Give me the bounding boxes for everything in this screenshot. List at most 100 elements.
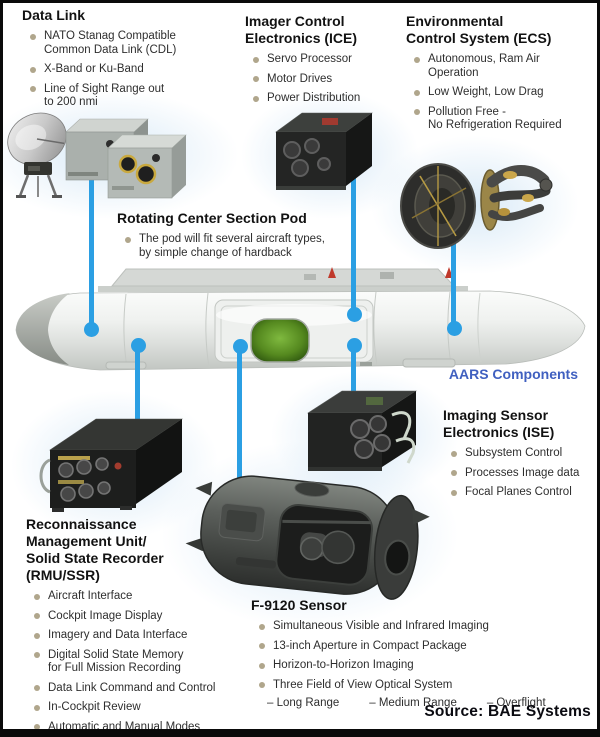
- f9120-title: F-9120 Sensor: [251, 597, 347, 613]
- connector-line-ise: [351, 346, 356, 396]
- bullet-item: Imagery and Data Interface: [26, 629, 251, 643]
- fov-long-range: – Long Range: [267, 697, 340, 709]
- ecs-bullet-list: Autonomous, Ram Air Operation Low Weight…: [406, 53, 596, 133]
- connector-dot-f9120: [233, 339, 248, 354]
- connector-line-datalink: [89, 163, 94, 330]
- bullet-item: Servo Processor: [245, 53, 410, 67]
- bullet-item: Line of Sight Range out to 200 nmi: [22, 83, 217, 110]
- bullet-icon: [34, 593, 40, 600]
- f9120-sensor-icon: [185, 475, 430, 600]
- bullet-icon: [125, 236, 131, 243]
- bullet-text: In-Cockpit Review: [48, 701, 141, 713]
- section-ise: Imaging Sensor Electronics (ISE) Subsyst…: [443, 407, 598, 500]
- bullet-item: Digital Solid State Memory for Full Miss…: [26, 649, 251, 676]
- bullet-text: Automatic and Manual Modes: [48, 720, 201, 733]
- bullet-item: X-Band or Ku-Band: [22, 63, 217, 77]
- ise-box-icon: [306, 390, 418, 471]
- bullet-text: Aircraft Interface: [48, 590, 133, 602]
- satellite-dish-icon: [7, 112, 67, 198]
- bullet-icon: [34, 704, 40, 711]
- aars-components-label: AARS Components: [448, 366, 578, 382]
- bullet-icon: [259, 682, 265, 688]
- bullet-item: Data Link Command and Control: [26, 682, 251, 696]
- connector-line-ice: [351, 172, 356, 315]
- rotating-pod-bullet-list: The pod will fit several aircraft types,…: [117, 233, 407, 260]
- fov-medium-range: – Medium Range: [369, 697, 457, 709]
- bullet-item: Simultaneous Visible and Infrared Imagin…: [251, 620, 596, 634]
- bullet-icon: [414, 109, 420, 115]
- bullet-text: Focal Planes Control: [465, 486, 572, 498]
- f9120-bullet-list: Simultaneous Visible and Infrared Imagin…: [251, 620, 596, 692]
- rmu-title: Reconnaissance Management Unit/ Solid St…: [26, 516, 164, 583]
- bullet-item: Three Field of View Optical System: [251, 679, 596, 693]
- bullet-text: Three Field of View Optical System: [273, 678, 453, 691]
- bullet-text: Servo Processor: [267, 53, 353, 65]
- bullet-item: 13-inch Aperture in Compact Package: [251, 640, 596, 654]
- rmu-ssr-box-icon: [39, 418, 183, 512]
- datalink-boxes-icon: [65, 118, 187, 199]
- bullet-icon: [34, 724, 40, 730]
- bullet-icon: [259, 623, 265, 630]
- section-ice: Imager Control Electronics (ICE) Servo P…: [245, 13, 410, 106]
- bullet-item: Motor Drives: [245, 73, 410, 87]
- bullet-text: Line of Sight Range out to 200 nmi: [44, 82, 165, 109]
- connector-line-f9120: [237, 347, 242, 484]
- f9120-fov-subrow: – Long Range – Medium Range – Overflight: [251, 697, 596, 711]
- connector-dot-ecs: [447, 321, 462, 336]
- connector-line-ecs: [451, 240, 456, 329]
- ice-bullet-list: Servo Processor Motor Drives Power Distr…: [245, 53, 410, 106]
- bullet-item: Subsystem Control: [443, 447, 598, 461]
- bullet-item: Aircraft Interface: [26, 590, 251, 604]
- bullet-icon: [253, 76, 259, 82]
- bullet-text: The pod will fit several aircraft types,…: [139, 233, 325, 259]
- bullet-text: Imagery and Data Interface: [48, 629, 188, 641]
- bullet-icon: [414, 89, 420, 96]
- bullet-item: NATO Stanag Compatible Common Data Link …: [22, 30, 217, 57]
- bullet-item: Pollution Free - No Refrigeration Requir…: [406, 106, 596, 133]
- bullet-text: Digital Solid State Memory for Full Miss…: [48, 648, 184, 675]
- bullet-icon: [259, 643, 265, 649]
- bullet-text: Data Link Command and Control: [48, 681, 216, 694]
- connector-dot-rmu: [131, 338, 146, 353]
- bullet-icon: [451, 450, 457, 457]
- data-link-title: Data Link: [22, 7, 86, 23]
- bullet-text: Subsystem Control: [465, 447, 563, 459]
- bullet-text: NATO Stanag Compatible Common Data Link …: [44, 30, 177, 56]
- bullet-text: X-Band or Ku-Band: [44, 63, 144, 75]
- connector-line-rmu: [135, 345, 140, 420]
- bullet-text: Low Weight, Low Drag: [428, 86, 544, 98]
- bullet-icon: [259, 662, 265, 669]
- bullet-text: Processes Image data: [465, 466, 580, 479]
- bullet-text: 13-inch Aperture in Compact Package: [273, 639, 467, 652]
- bullet-icon: [414, 56, 420, 63]
- bullet-item: Low Weight, Low Drag: [406, 86, 596, 100]
- section-data-link: Data Link NATO Stanag Compatible Common …: [22, 7, 217, 110]
- fov-overflight: – Overflight: [486, 697, 546, 709]
- bullet-item: Horizon-to-Horizon Imaging: [251, 659, 596, 673]
- bullet-item: Cockpit Image Display: [26, 610, 251, 624]
- bullet-text: Motor Drives: [267, 72, 333, 85]
- bullet-item: Automatic and Manual Modes: [26, 721, 251, 735]
- bullet-icon: [451, 489, 457, 496]
- section-f9120: F-9120 Sensor Simultaneous Visible and I…: [251, 597, 596, 711]
- rmu-bullet-list: Aircraft Interface Cockpit Image Display…: [26, 590, 251, 734]
- ise-title: Imaging Sensor Electronics (ISE): [443, 407, 555, 440]
- bullet-icon: [30, 33, 36, 40]
- bullet-text: Simultaneous Visible and Infrared Imagin…: [273, 620, 489, 632]
- ecs-title: Environmental Control System (ECS): [406, 13, 552, 46]
- bullet-text: Cockpit Image Display: [48, 609, 163, 622]
- bullet-text: Pollution Free - No Refrigeration Requir…: [428, 105, 562, 132]
- bullet-item: The pod will fit several aircraft types,…: [117, 233, 407, 260]
- connector-dot-datalink: [84, 322, 99, 337]
- bullet-icon: [30, 66, 36, 73]
- ice-box-icon: [275, 112, 373, 190]
- ise-bullet-list: Subsystem Control Processes Image data F…: [443, 447, 598, 500]
- section-rmu: Reconnaissance Management Unit/ Solid St…: [26, 516, 251, 734]
- section-ecs: Environmental Control System (ECS) Auton…: [406, 13, 596, 133]
- bullet-icon: [34, 632, 40, 639]
- bullet-item: Power Distribution: [245, 92, 410, 106]
- bullet-text: Autonomous, Ram Air Operation: [428, 53, 540, 79]
- bullet-item: In-Cockpit Review: [26, 701, 251, 715]
- section-rotating-pod: Rotating Center Section Pod The pod will…: [117, 210, 407, 260]
